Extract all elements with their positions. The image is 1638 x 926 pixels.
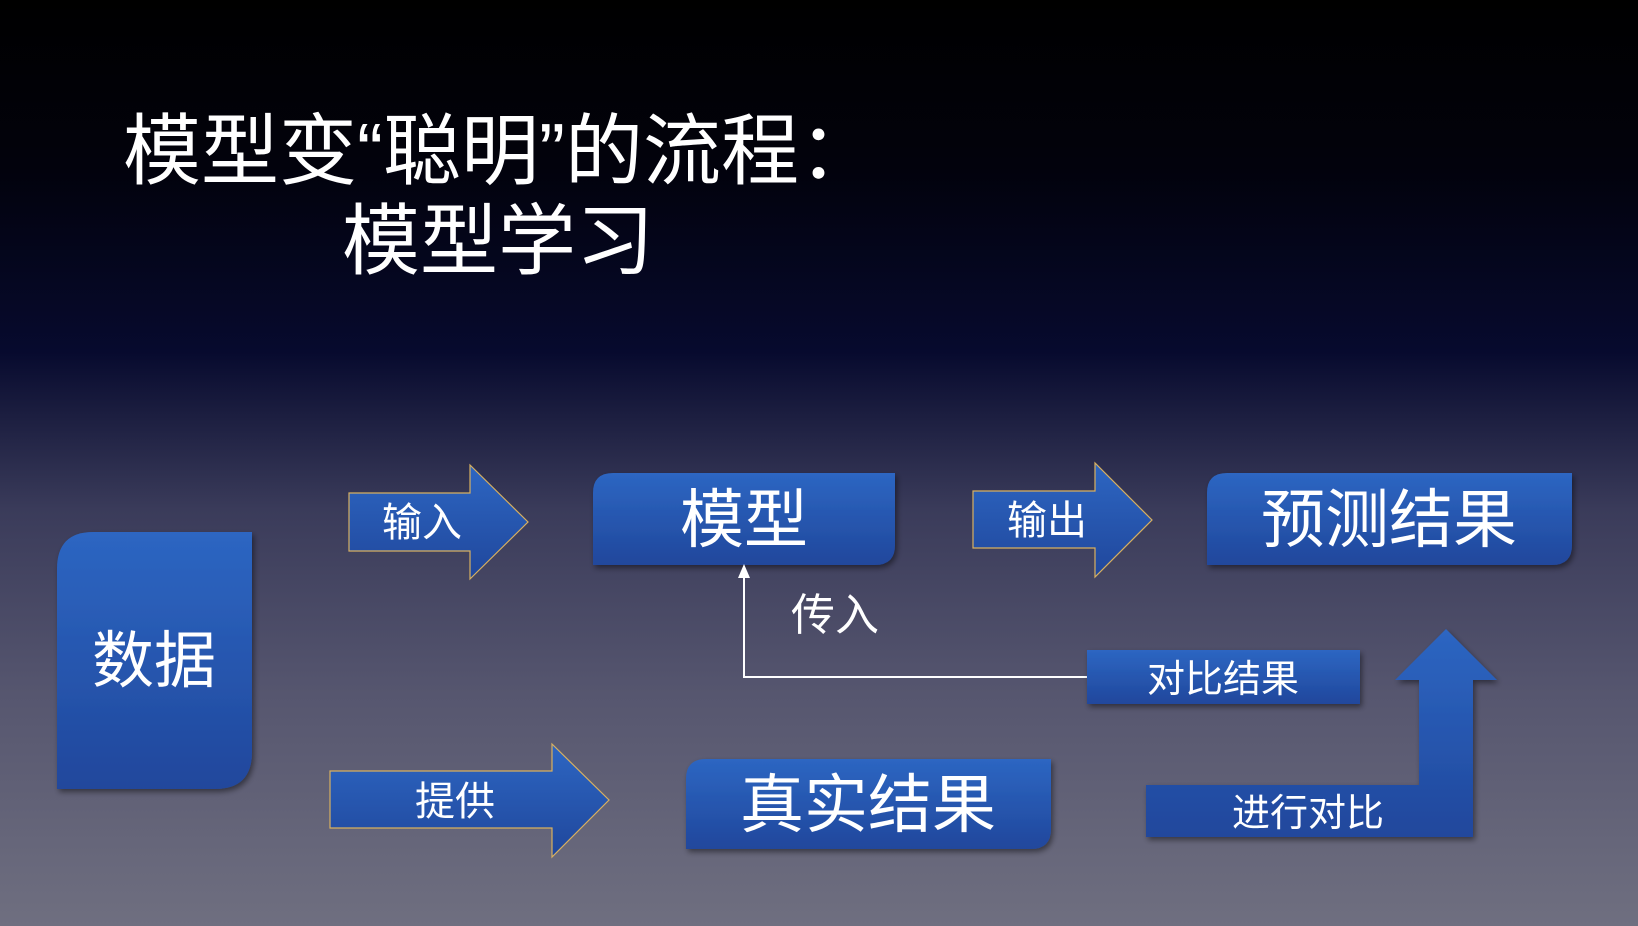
provide-arrow-label: 提供	[415, 780, 495, 824]
feedback-label: 传入	[791, 591, 879, 640]
output-arrow-label: 输出	[1007, 499, 1087, 543]
feedback-connector	[738, 564, 1087, 678]
ground-truth-node: 真实结果	[686, 759, 1051, 849]
model-node: 模型	[593, 473, 895, 565]
compare-arrow-label: 进行对比	[1232, 793, 1384, 835]
input-arrow-label: 输入	[382, 501, 462, 545]
prediction-node: 预测结果	[1207, 473, 1572, 565]
prediction-node-label: 预测结果	[1261, 484, 1517, 556]
input-arrow: 输入	[348, 463, 529, 581]
comparison-result-label: 对比结果	[1147, 659, 1299, 701]
output-arrow: 输出	[972, 461, 1153, 579]
ground-truth-label: 真实结果	[740, 769, 996, 841]
model-node-label: 模型	[680, 484, 808, 556]
compare-arrow: 进行对比	[1146, 629, 1497, 837]
data-node: 数据	[57, 532, 252, 789]
data-node-label: 数据	[92, 627, 216, 696]
title-line-2: 模型学习	[342, 197, 654, 285]
comparison-result-node: 对比结果	[1087, 650, 1360, 704]
provide-arrow: 提供	[329, 742, 610, 859]
title-line-1: 模型变“聪明”的流程：	[123, 107, 877, 195]
